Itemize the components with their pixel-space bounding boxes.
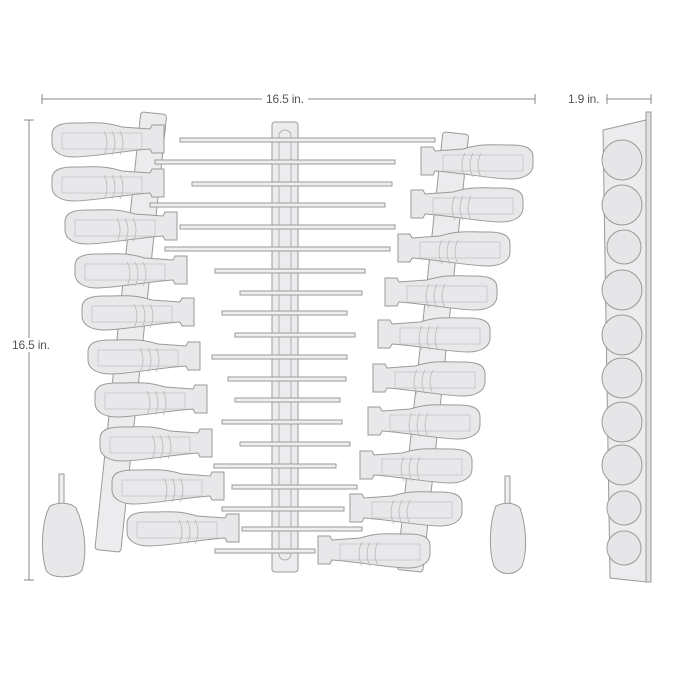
depth-dimension-label: 1.9 in. (564, 92, 604, 106)
dimension-depth (606, 94, 652, 104)
width-dimension-label: 16.5 in. (262, 92, 308, 106)
side-view (601, 111, 652, 583)
stubby-screwdriver-right (489, 475, 527, 574)
right-screwdrivers (149, 145, 533, 568)
left-screwdrivers (51, 122, 436, 547)
stubby-screwdriver-left (42, 473, 86, 578)
height-dimension-label: 16.5 in. (8, 338, 54, 352)
center-rail (271, 121, 299, 573)
